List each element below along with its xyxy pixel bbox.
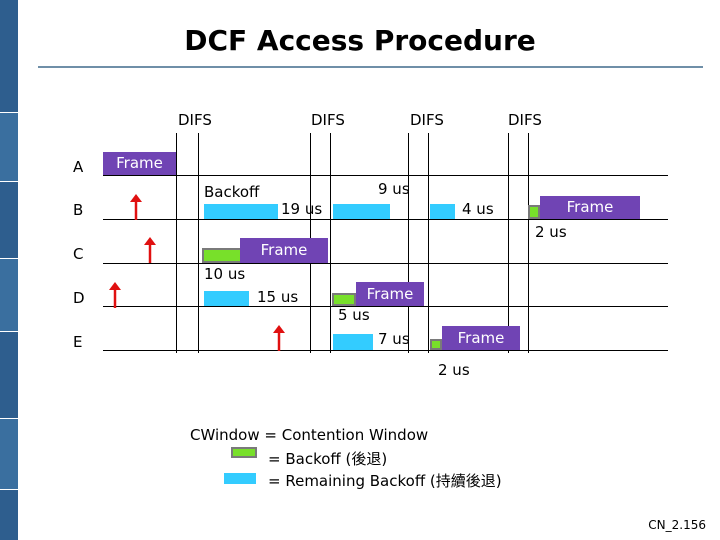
difs-label-4: DIFS xyxy=(508,111,542,129)
arrival-arrow-icon xyxy=(144,237,156,263)
page-number: CN_2.156 xyxy=(648,518,706,532)
timeline-b xyxy=(103,219,668,220)
backoff-label: Backoff xyxy=(204,183,260,201)
station-label-e: E xyxy=(73,333,83,351)
page-title: DCF Access Procedure xyxy=(184,24,536,57)
frame-b: Frame xyxy=(540,196,640,219)
frame-c: Frame xyxy=(240,238,328,263)
difs-label-1: DIFS xyxy=(178,111,212,129)
frame-d: Frame xyxy=(356,282,424,306)
difs-marker xyxy=(330,133,331,353)
time-b-2: 2 us xyxy=(535,223,567,241)
time-d-5: 5 us xyxy=(338,306,370,324)
time-b-4: 4 us xyxy=(462,200,494,218)
frame-a-label: Frame xyxy=(116,154,163,172)
difs-marker xyxy=(198,133,199,353)
remaining-backoff-b3 xyxy=(430,204,455,219)
legend-remaining-swatch xyxy=(224,473,256,484)
frame-c-label: Frame xyxy=(260,241,308,259)
backoff-b xyxy=(528,205,540,219)
title-divider xyxy=(38,66,703,68)
frame-e: Frame xyxy=(442,326,520,350)
difs-marker xyxy=(428,133,429,353)
time-d-15: 15 us xyxy=(257,288,299,306)
arrival-arrow-icon xyxy=(109,282,121,308)
remaining-backoff-b1 xyxy=(204,204,278,219)
legend-remaining: = Remaining Backoff (持續後退) xyxy=(268,472,502,490)
remaining-backoff-b2 xyxy=(333,204,390,219)
difs-marker xyxy=(408,133,409,353)
sidebar-block xyxy=(0,258,18,332)
time-e-7: 7 us xyxy=(378,330,410,348)
frame-b-label: Frame xyxy=(566,198,614,216)
time-b-19: 19 us xyxy=(281,200,323,218)
arrival-arrow-icon xyxy=(273,325,285,351)
station-label-d: D xyxy=(73,289,85,307)
backoff-d xyxy=(332,293,356,306)
station-label-b: B xyxy=(73,201,84,219)
station-label-c: C xyxy=(73,245,84,263)
legend-cwindow: CWindow = Contention Window xyxy=(190,426,429,444)
legend-backoff: = Backoff (後退) xyxy=(268,450,388,468)
timeline-a xyxy=(103,175,668,176)
remaining-backoff-e xyxy=(333,334,373,350)
difs-marker xyxy=(528,133,529,353)
difs-label-2: DIFS xyxy=(311,111,345,129)
sidebar-block xyxy=(0,112,18,182)
backoff-c xyxy=(202,248,242,263)
arrival-arrow-icon xyxy=(130,194,142,220)
time-c-10: 10 us xyxy=(204,265,246,283)
frame-d-label: Frame xyxy=(366,285,414,303)
legend-backoff-swatch xyxy=(231,447,257,458)
frame-e-label: Frame xyxy=(457,329,505,347)
difs-marker xyxy=(176,133,177,353)
time-e-2: 2 us xyxy=(438,361,470,379)
difs-label-3: DIFS xyxy=(410,111,444,129)
difs-marker xyxy=(508,133,509,353)
time-b-9: 9 us xyxy=(378,180,410,198)
timeline-d xyxy=(103,306,668,307)
remaining-backoff-d xyxy=(204,291,249,306)
timeline-e xyxy=(103,350,668,351)
station-label-a: A xyxy=(73,158,84,176)
timeline-c xyxy=(103,263,668,264)
frame-a: Frame xyxy=(103,152,176,175)
sidebar-block xyxy=(0,418,18,490)
backoff-e xyxy=(430,339,442,350)
left-sidebar xyxy=(0,0,18,540)
